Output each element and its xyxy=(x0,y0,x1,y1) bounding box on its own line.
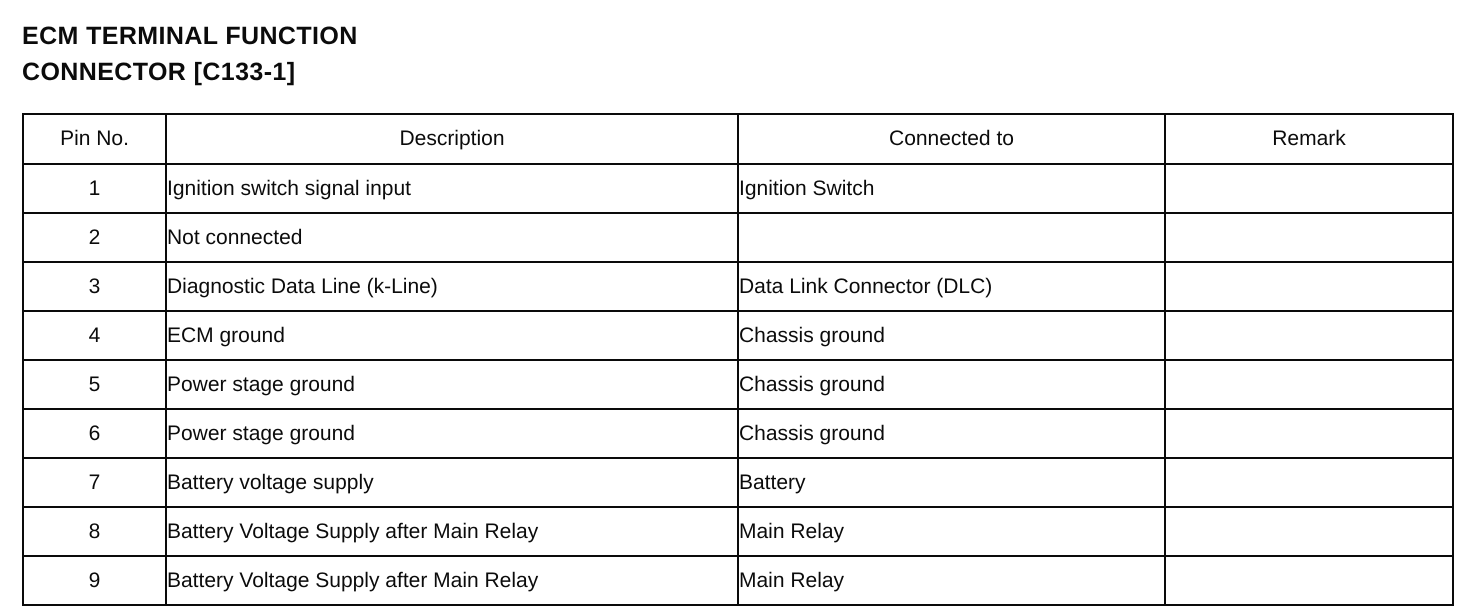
cell-remark xyxy=(1164,212,1454,263)
cell-remark xyxy=(1164,408,1454,459)
cell-connected-to: Main Relay xyxy=(737,555,1166,606)
cell-remark xyxy=(1164,261,1454,312)
cell-remark xyxy=(1164,359,1454,410)
cell-pin-no: 8 xyxy=(22,506,167,557)
table-row: 2 Not connected xyxy=(22,212,1454,263)
cell-pin-no: 4 xyxy=(22,310,167,361)
cell-description: Power stage ground xyxy=(165,408,739,459)
table-header: Pin No. Description Connected to Remark xyxy=(22,113,1454,165)
cell-pin-no: 1 xyxy=(22,163,167,214)
column-header-remark: Remark xyxy=(1164,113,1454,165)
table-row: 3 Diagnostic Data Line (k-Line) Data Lin… xyxy=(22,261,1454,312)
cell-description: Not connected xyxy=(165,212,739,263)
table-header-row: Pin No. Description Connected to Remark xyxy=(22,113,1454,165)
cell-remark xyxy=(1164,555,1454,606)
cell-description: Diagnostic Data Line (k-Line) xyxy=(165,261,739,312)
cell-remark xyxy=(1164,310,1454,361)
cell-pin-no: 6 xyxy=(22,408,167,459)
cell-description: Battery Voltage Supply after Main Relay xyxy=(165,506,739,557)
cell-connected-to: Main Relay xyxy=(737,506,1166,557)
cell-description: ECM ground xyxy=(165,310,739,361)
cell-description: Battery Voltage Supply after Main Relay xyxy=(165,555,739,606)
page-title-line-1: ECM TERMINAL FUNCTION xyxy=(22,22,358,50)
cell-pin-no: 5 xyxy=(22,359,167,410)
column-header-description: Description xyxy=(165,113,739,165)
column-header-connected-to: Connected to xyxy=(737,113,1166,165)
cell-pin-no: 9 xyxy=(22,555,167,606)
table-row: 7 Battery voltage supply Battery xyxy=(22,457,1454,508)
cell-description: Ignition switch signal input xyxy=(165,163,739,214)
table-row: 9 Battery Voltage Supply after Main Rela… xyxy=(22,555,1454,606)
cell-pin-no: 3 xyxy=(22,261,167,312)
cell-connected-to: Chassis ground xyxy=(737,359,1166,410)
cell-remark xyxy=(1164,163,1454,214)
page-title-line-2: CONNECTOR [C133-1] xyxy=(22,58,296,86)
table-row: 1 Ignition switch signal input Ignition … xyxy=(22,163,1454,214)
cell-remark xyxy=(1164,457,1454,508)
ecm-terminal-table: Pin No. Description Connected to Remark … xyxy=(22,113,1454,606)
cell-pin-no: 2 xyxy=(22,212,167,263)
cell-connected-to: Ignition Switch xyxy=(737,163,1166,214)
cell-pin-no: 7 xyxy=(22,457,167,508)
table-row: 6 Power stage ground Chassis ground xyxy=(22,408,1454,459)
table-body: 1 Ignition switch signal input Ignition … xyxy=(22,163,1454,606)
cell-remark xyxy=(1164,506,1454,557)
ecm-terminal-table-container: Pin No. Description Connected to Remark … xyxy=(22,113,1454,606)
cell-connected-to: Data Link Connector (DLC) xyxy=(737,261,1166,312)
page-title: ECM TERMINAL FUNCTION CONNECTOR [C133-1] xyxy=(22,18,922,90)
cell-connected-to: Chassis ground xyxy=(737,310,1166,361)
table-row: 5 Power stage ground Chassis ground xyxy=(22,359,1454,410)
cell-description: Power stage ground xyxy=(165,359,739,410)
cell-connected-to: Chassis ground xyxy=(737,408,1166,459)
cell-connected-to xyxy=(737,212,1166,263)
table-row: 4 ECM ground Chassis ground xyxy=(22,310,1454,361)
cell-connected-to: Battery xyxy=(737,457,1166,508)
cell-description: Battery voltage supply xyxy=(165,457,739,508)
table-row: 8 Battery Voltage Supply after Main Rela… xyxy=(22,506,1454,557)
column-header-pin-no: Pin No. xyxy=(22,113,167,165)
